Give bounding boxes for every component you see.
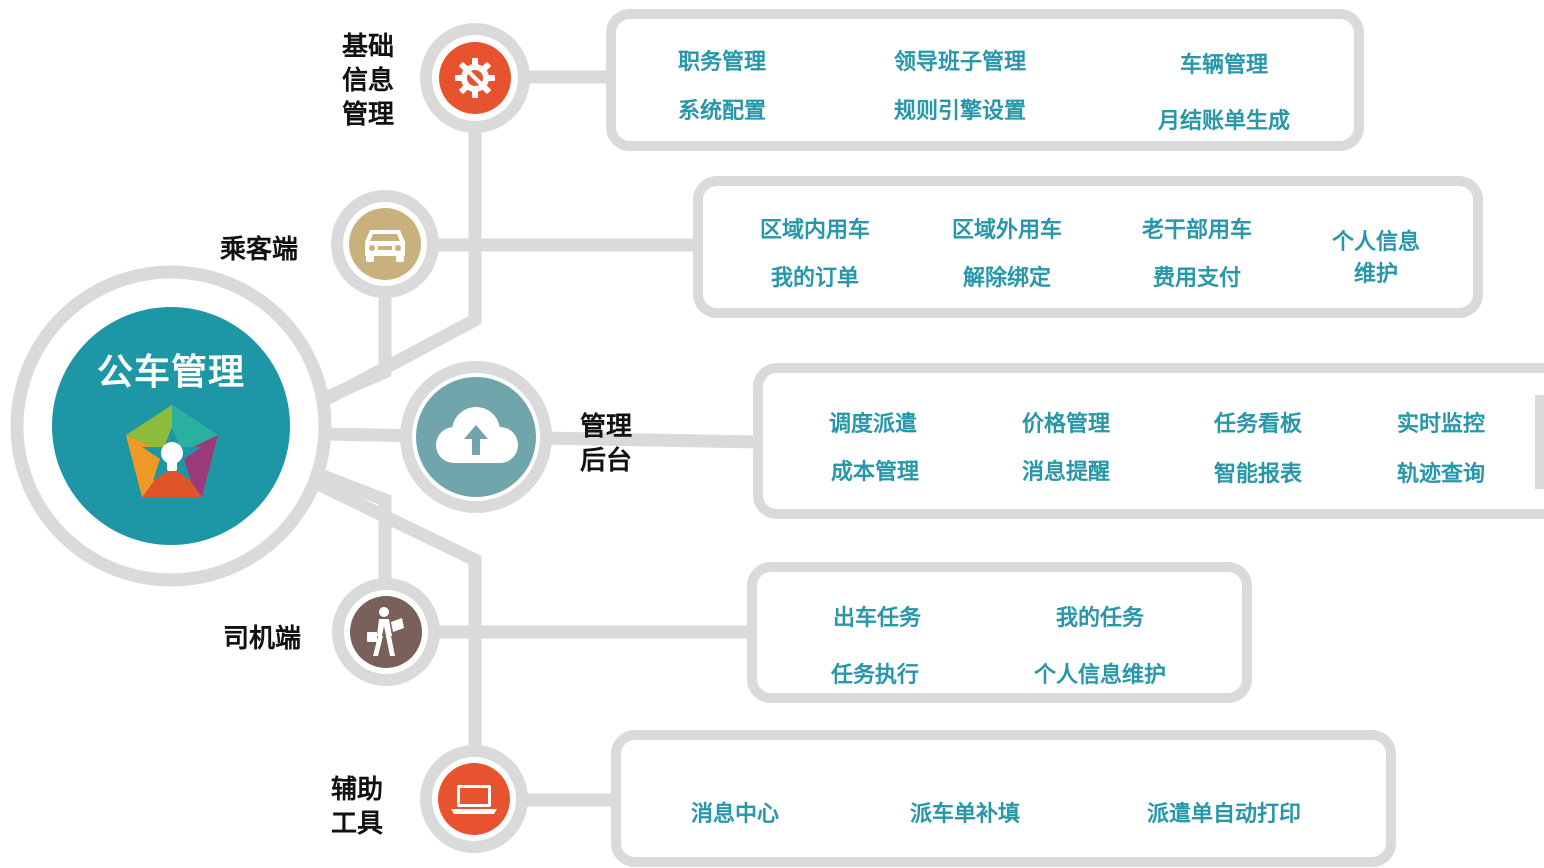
item-cheliang[interactable]: 车辆管理: [1179, 53, 1269, 78]
label-admin: 管理 后台: [580, 412, 633, 476]
item-yuejie[interactable]: 月结账单生成: [1157, 109, 1291, 134]
label-tools: 辅助 工具: [331, 775, 384, 839]
label-basic-info: 基础 信息 管理: [342, 32, 395, 130]
label-passenger: 乘客端: [220, 235, 299, 265]
item-zhinengbaobiao[interactable]: 智能报表: [1213, 462, 1303, 487]
item-zhiwu[interactable]: 职务管理: [677, 50, 767, 75]
item-laoganbu[interactable]: 老干部用车: [1141, 218, 1253, 243]
item-diaodu[interactable]: 调度派遣: [828, 412, 918, 437]
panel-basic-info: 职务管理 领导班子管理 车辆管理 系统配置 规则引擎设置 月结账单生成: [606, 9, 1364, 151]
item-chengben[interactable]: 成本管理: [830, 460, 920, 485]
car-icon: [365, 230, 405, 262]
item-xitong[interactable]: 系统配置: [677, 99, 767, 124]
item-paiqiandan[interactable]: 派遣单自动打印: [1146, 802, 1302, 827]
item-guiji[interactable]: 轨迹查询: [1396, 462, 1486, 487]
panel-tools: 消息中心 派车单补填 派遣单自动打印: [611, 730, 1396, 867]
item-lingdao[interactable]: 领导班子管理: [893, 50, 1027, 75]
item-guize[interactable]: 规则引擎设置: [893, 99, 1027, 124]
item-renwuzhixing[interactable]: 任务执行: [830, 663, 920, 688]
walking-driver-icon: [367, 607, 404, 656]
hub-circle: 公车管理: [52, 307, 290, 545]
item-xiaoxizhongxin[interactable]: 消息中心: [690, 802, 780, 827]
star-emblem-icon: [126, 405, 218, 497]
item-renwukanban[interactable]: 任务看板: [1213, 412, 1303, 437]
item-gerenxinxiweihu[interactable]: 个人信息维护: [1033, 663, 1167, 688]
item-quyuwai[interactable]: 区域外用车: [951, 218, 1063, 243]
gear-wrench-icon: [455, 58, 495, 98]
panel-passenger: 区域内用车 区域外用车 老干部用车 个人信息 维护 我的订单 解除绑定 费用支付: [693, 176, 1483, 318]
hub-title: 公车管理: [96, 352, 245, 393]
item-gerenxinxi[interactable]: 个人信息 维护: [1331, 230, 1421, 287]
connector-tools-trunk: [315, 478, 482, 798]
node-driver[interactable]: [350, 596, 422, 668]
node-basic-info[interactable]: [439, 42, 511, 114]
item-paichedan[interactable]: 派车单补填: [909, 802, 1021, 827]
item-wodedrenwu[interactable]: 我的任务: [1055, 606, 1145, 631]
item-chuche[interactable]: 出车任务: [832, 606, 922, 631]
item-xiaoxitixing[interactable]: 消息提醒: [1021, 460, 1111, 485]
laptop-icon: [451, 785, 497, 814]
node-tools[interactable]: [438, 763, 510, 835]
item-feiyongzhifu[interactable]: 费用支付: [1152, 266, 1242, 291]
panel-admin: 调度派遣 价格管理 任务看板 实时监控 成本管理 消息提醒 智能报表 轨迹查询: [753, 363, 1544, 519]
node-admin[interactable]: [416, 377, 536, 497]
hub-ring: [10, 265, 332, 587]
item-shishijiankong[interactable]: 实时监控: [1396, 412, 1486, 437]
item-wodedingdan[interactable]: 我的订单: [770, 266, 860, 291]
panel-admin-divider: [1535, 395, 1544, 489]
label-driver: 司机端: [223, 624, 302, 654]
node-passenger[interactable]: [349, 208, 421, 280]
cloud-upload-icon: [436, 407, 518, 463]
item-jiage[interactable]: 价格管理: [1021, 412, 1111, 437]
item-quyunei[interactable]: 区域内用车: [759, 218, 871, 243]
item-jiechubangding[interactable]: 解除绑定: [962, 266, 1052, 291]
panel-driver: 出车任务 我的任务 任务执行 个人信息维护: [747, 562, 1252, 703]
